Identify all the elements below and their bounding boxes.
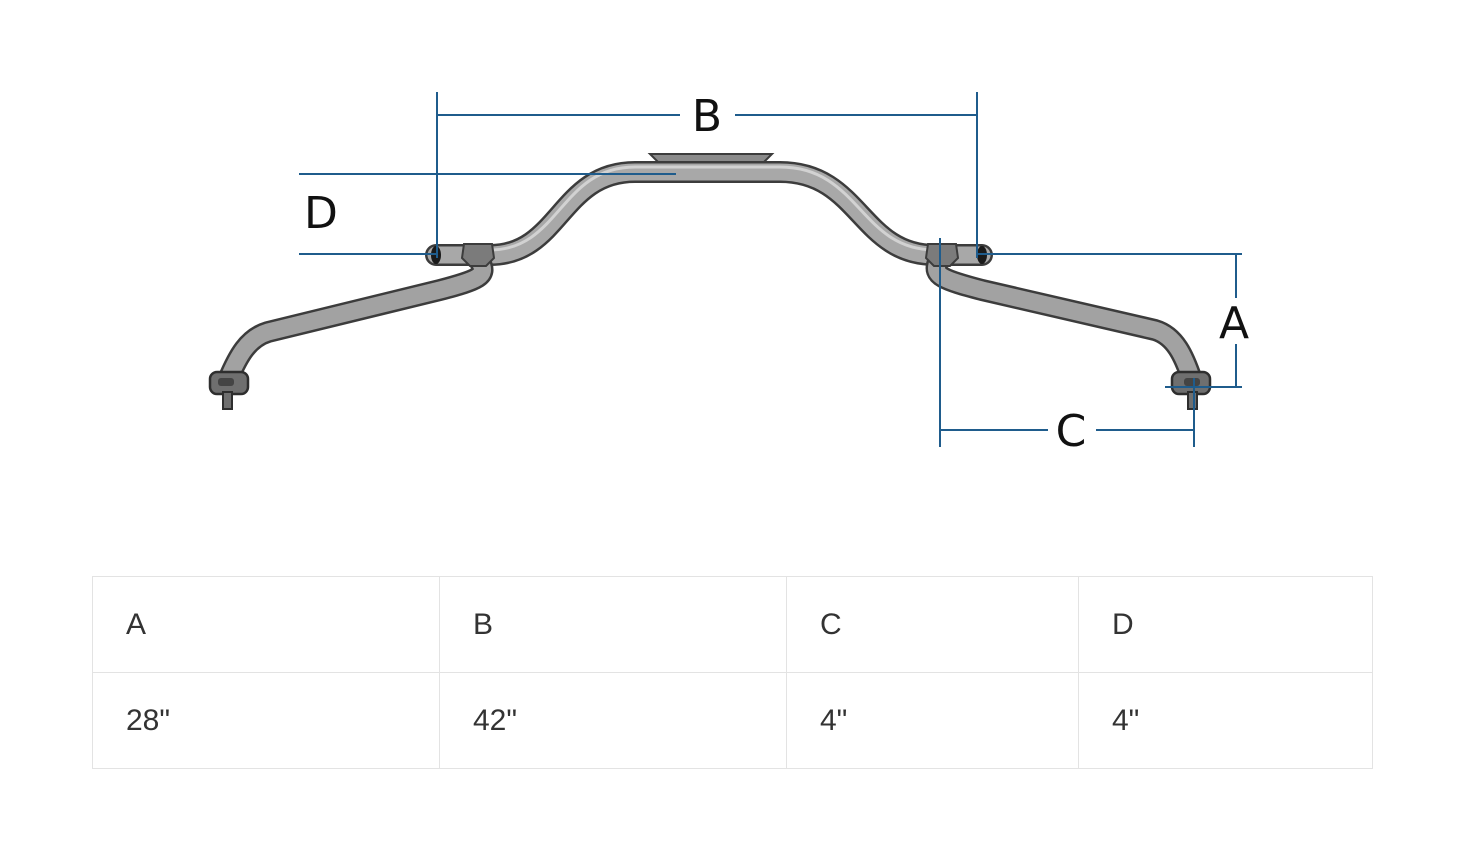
dimension-a-lines xyxy=(977,253,1242,388)
table-header-cell: D xyxy=(1078,576,1373,673)
left-leg-tube xyxy=(219,253,491,389)
dimension-label-a: A xyxy=(1219,298,1249,349)
dimensions-table: A B C D 28" 42" 4" 4" xyxy=(92,576,1373,769)
table-cell: 4" xyxy=(786,672,1079,769)
top-mount-plate xyxy=(647,153,775,163)
dimension-diagram: B D A C xyxy=(208,91,1249,457)
dimension-label-b: B xyxy=(692,91,722,142)
dimension-d-lines xyxy=(299,173,676,255)
dimension-label-d: D xyxy=(304,188,338,239)
right-foot-bracket xyxy=(1170,370,1212,410)
dimension-lines xyxy=(299,92,1242,447)
dimension-c-lines xyxy=(939,238,1195,447)
table-header-row: A B C D xyxy=(92,576,1373,673)
main-arch-tube xyxy=(427,163,991,264)
table-row: 28" 42" 4" 4" xyxy=(92,672,1373,769)
table-cell: 42" xyxy=(439,672,787,769)
dimension-label-c: C xyxy=(1056,406,1087,457)
left-leg-tube-outline xyxy=(217,251,494,391)
table-cell: 4" xyxy=(1078,672,1373,769)
table-header-cell: A xyxy=(92,576,440,673)
left-joint-clamp xyxy=(460,243,496,267)
right-joint-clamp xyxy=(924,243,960,267)
right-leg-tube xyxy=(928,253,1201,389)
table-header-cell: B xyxy=(439,576,787,673)
table-cell: 28" xyxy=(92,672,440,769)
tube-assembly-illustration xyxy=(208,153,1212,410)
table-header-cell: C xyxy=(786,576,1079,673)
left-foot-bracket xyxy=(208,370,250,410)
